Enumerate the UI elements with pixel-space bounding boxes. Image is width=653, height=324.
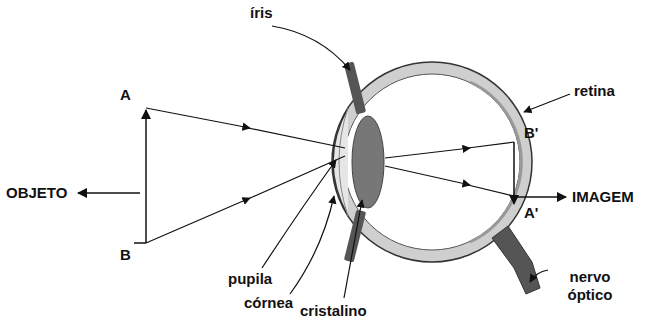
light-ray xyxy=(146,198,250,243)
light-ray xyxy=(248,156,345,199)
leader-line xyxy=(262,160,336,268)
part-label: nervo óptico xyxy=(550,268,630,304)
object-label: OBJETO xyxy=(6,184,67,202)
light-ray xyxy=(385,166,470,185)
part-label: íris xyxy=(250,4,273,22)
iris-top xyxy=(344,62,366,115)
retina-layer xyxy=(470,82,521,242)
lens xyxy=(352,116,384,208)
image-arrow xyxy=(513,142,515,204)
point-label: A xyxy=(120,86,131,104)
part-label: retina xyxy=(574,82,615,100)
image-pointer xyxy=(516,196,566,198)
point-label: B' xyxy=(524,124,538,142)
leader-line xyxy=(290,196,334,294)
light-ray xyxy=(248,128,345,148)
object-pointer xyxy=(78,192,140,194)
cornea-inner xyxy=(339,108,348,216)
light-ray xyxy=(146,108,250,128)
optic-nerve xyxy=(492,226,540,294)
leader-line xyxy=(344,200,362,298)
part-label: córnea xyxy=(244,294,293,312)
image-label: IMAGEM xyxy=(572,188,634,206)
point-label: B xyxy=(120,246,131,264)
light-ray xyxy=(468,185,514,196)
part-label: pupila xyxy=(228,270,272,288)
leader-line xyxy=(530,270,548,282)
object-base xyxy=(134,242,146,244)
object-arrow xyxy=(145,110,147,243)
leader-line xyxy=(524,94,570,112)
light-ray xyxy=(468,142,514,148)
eye-interior xyxy=(344,74,520,250)
point-label: A' xyxy=(524,204,538,222)
leader-line xyxy=(272,26,350,70)
part-label: cristalino xyxy=(300,302,367,320)
light-ray xyxy=(385,148,470,158)
